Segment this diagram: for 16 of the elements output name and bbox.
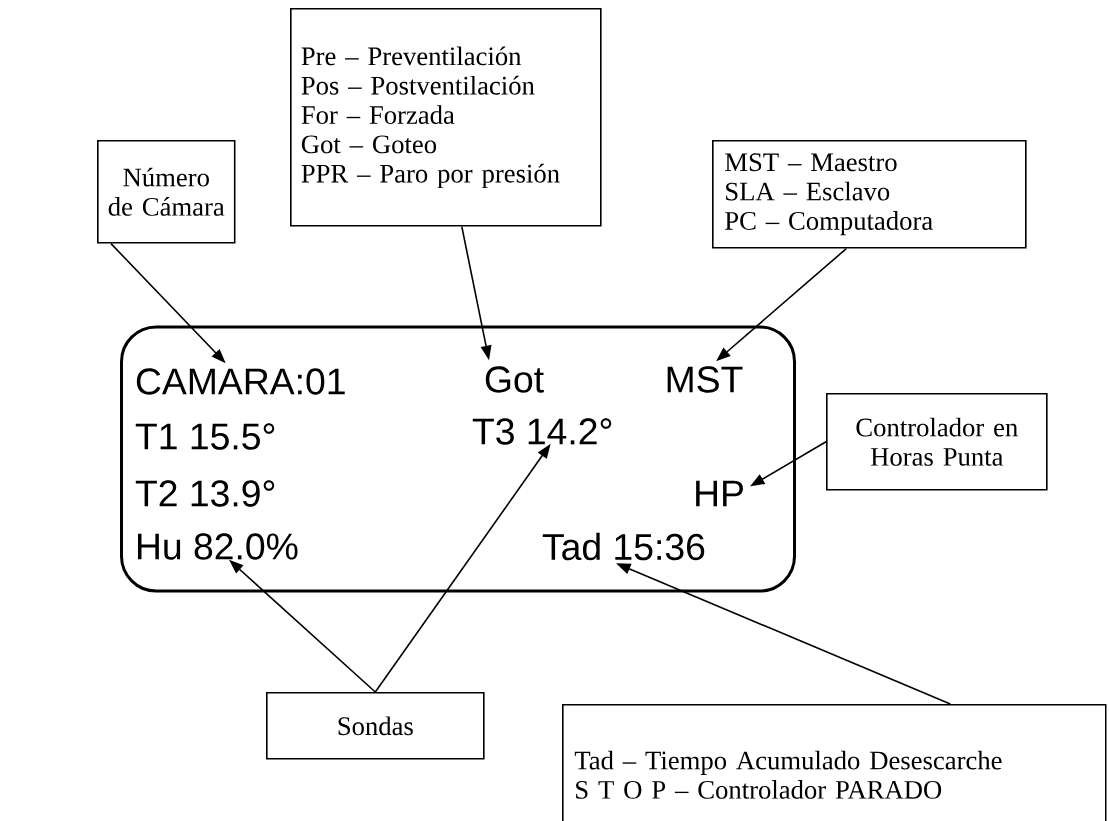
display-text: T1 15.5° — [135, 423, 275, 450]
callout-box: Controlador en Horas Punta — [826, 393, 1048, 491]
display-text: Got — [485, 366, 544, 393]
display-text: CAMARA:01 — [136, 368, 345, 395]
display-text: HP — [696, 480, 743, 507]
callout-box: MST – Maestro SLA – Esclavo PC – Computadora — [712, 140, 1027, 249]
display-text: T2 13.9° — [135, 480, 275, 507]
display-text: Tad 15:36 — [542, 532, 705, 561]
callout-box: Pre – Preventilación Pos – Postventilación For – Forzada Got – Goteo PPR – Paro por presión — [290, 8, 602, 227]
display-text: Hu 82.0% — [138, 533, 298, 560]
display-screen — [120, 325, 796, 593]
display-text: T3 14.2° — [472, 418, 612, 445]
display-text: MST — [667, 366, 743, 393]
callout-box: Número de Cámara — [97, 140, 236, 244]
callout-box: Sondas — [266, 692, 485, 760]
callout-box: Tad – Tiempo Acumulado Desescarche S T O P – Controlador PARADO — [562, 704, 1107, 821]
